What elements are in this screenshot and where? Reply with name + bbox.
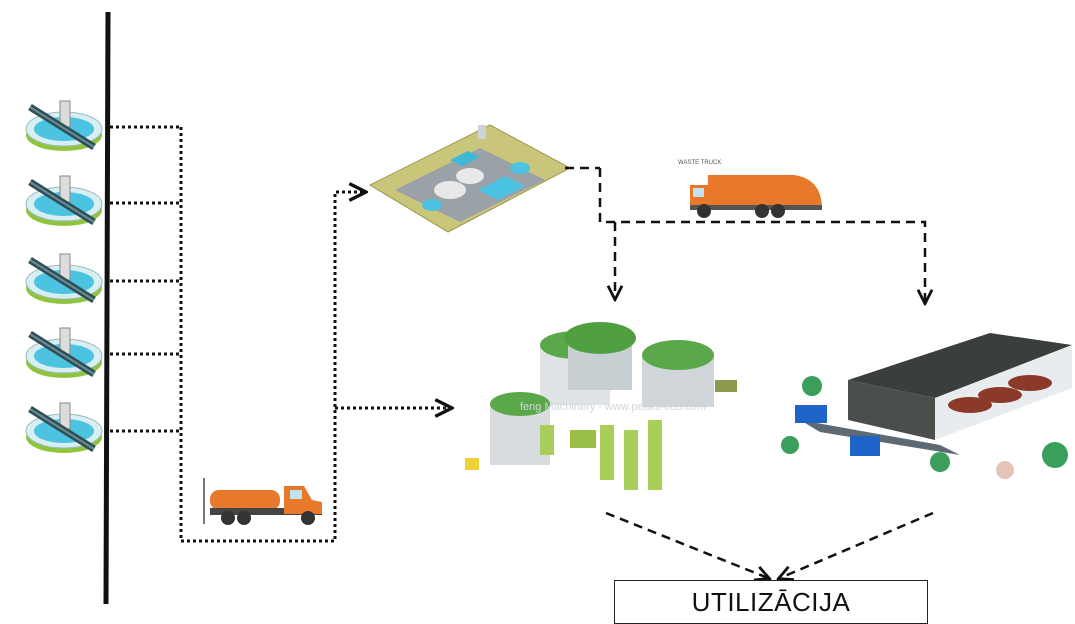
- utilization-box: UTILIZĀCIJA: [614, 580, 928, 624]
- tanker-truck: [203, 478, 322, 525]
- main-vertical-line: [103, 11, 111, 605]
- clarifier-pool-2: [26, 176, 102, 226]
- wastewater-treatment-plant: [368, 124, 572, 233]
- clarifier-pool-1: [26, 101, 102, 151]
- composting-facility: [781, 333, 1072, 479]
- biogas-digester-plant: [465, 322, 737, 490]
- clarifier-pool-3: [26, 254, 102, 304]
- garbage-truck-caption: WASTE TRUCK: [678, 160, 722, 166]
- watermark: feng Machinery · www.peaks-eco.com: [520, 401, 706, 413]
- garbage-truck: [690, 175, 822, 218]
- dotted-collector-lines: [110, 125, 450, 543]
- clarifier-pool-4: [26, 328, 102, 378]
- dashed-output-lines: [605, 511, 934, 578]
- dashed-distribution-lines: [598, 168, 925, 302]
- utilization-label: UTILIZĀCIJA: [691, 586, 851, 617]
- clarifier-pool-5: [26, 403, 102, 453]
